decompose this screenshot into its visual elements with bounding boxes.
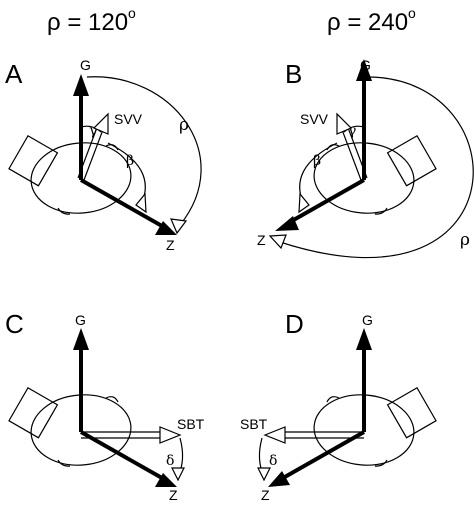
head-nose bbox=[386, 387, 437, 439]
sbt-label: SBT bbox=[177, 416, 205, 432]
gravity-label: G bbox=[75, 312, 86, 328]
gravity-label: G bbox=[80, 57, 91, 73]
svv-arrowhead bbox=[336, 112, 353, 135]
z-axis-label: Z bbox=[261, 487, 270, 503]
head-ear bbox=[57, 207, 71, 215]
sbt-label: SBT bbox=[240, 416, 268, 432]
sbt-arrowhead bbox=[263, 426, 286, 444]
panel-letter-b: B bbox=[285, 59, 302, 89]
beta-arc-arrowhead bbox=[298, 192, 310, 214]
head-face bbox=[30, 394, 132, 466]
gravity-arrowhead bbox=[356, 59, 372, 81]
panel-d: D δ SBT G Z bbox=[240, 309, 437, 503]
sbt-arrowhead bbox=[159, 426, 182, 444]
svv-arrowhead bbox=[92, 112, 109, 135]
z-axis-vector bbox=[282, 430, 365, 480]
panel-a: A γ β ρ SVV G Z bbox=[5, 57, 202, 253]
beta-label: β bbox=[313, 153, 321, 169]
rho-arc bbox=[86, 76, 202, 226]
head-nose bbox=[8, 135, 59, 187]
head-ear bbox=[326, 396, 340, 403]
rho-arc-arrowhead bbox=[170, 218, 188, 235]
head-outline bbox=[313, 135, 437, 215]
gamma-label: γ bbox=[89, 123, 97, 139]
gravity-label: G bbox=[360, 57, 371, 73]
delta-arc-arrowhead bbox=[171, 467, 185, 482]
head-nose bbox=[8, 387, 59, 439]
rho-label: ρ bbox=[179, 115, 189, 135]
head-nose bbox=[386, 135, 437, 187]
head-outline bbox=[8, 135, 132, 215]
panel-b: B γ β ρ SVV G Z bbox=[257, 57, 474, 259]
head-face bbox=[313, 394, 415, 466]
z-axis-vector bbox=[80, 178, 163, 228]
z-axis-arrowhead bbox=[155, 221, 177, 235]
title-rho-120: ρ = 120o bbox=[47, 5, 136, 36]
title-rho-240: ρ = 240o bbox=[327, 5, 416, 36]
gravity-arrowhead bbox=[356, 328, 372, 350]
panel-c: C δ SBT G Z bbox=[5, 309, 205, 503]
z-axis-vector bbox=[289, 178, 365, 224]
z-axis-arrowhead bbox=[275, 216, 299, 231]
beta-label: β bbox=[126, 153, 134, 169]
delta-label: δ bbox=[166, 453, 174, 469]
rho-arc-arrowhead bbox=[268, 234, 287, 250]
svv-label: SVV bbox=[300, 111, 329, 127]
head-ear bbox=[57, 459, 71, 467]
head-ear bbox=[374, 207, 388, 215]
head-outline bbox=[8, 387, 132, 467]
panel-letter-c: C bbox=[5, 309, 24, 339]
svv-vector bbox=[340, 126, 362, 181]
delta-label: δ bbox=[269, 453, 277, 469]
z-axis-label: Z bbox=[257, 232, 266, 248]
head-outline bbox=[313, 387, 437, 467]
z-axis-label: Z bbox=[166, 237, 175, 253]
panel-letter-d: D bbox=[285, 309, 304, 339]
gravity-label: G bbox=[362, 312, 373, 328]
z-axis-label: Z bbox=[169, 487, 178, 503]
head-face bbox=[313, 142, 415, 214]
gamma-label: γ bbox=[348, 123, 356, 139]
rho-label: ρ bbox=[460, 230, 470, 250]
head-ear bbox=[374, 459, 388, 467]
svv-vector bbox=[83, 126, 105, 181]
gravity-arrowhead bbox=[73, 328, 89, 350]
beta-arc-arrowhead bbox=[135, 192, 147, 214]
z-axis-vector bbox=[80, 430, 163, 480]
delta-arc-arrowhead bbox=[257, 467, 271, 482]
gravity-arrowhead bbox=[73, 74, 89, 96]
svv-label: SVV bbox=[114, 111, 143, 127]
panel-letter-a: A bbox=[5, 59, 23, 89]
z-axis-arrowhead bbox=[155, 473, 177, 487]
rho-arc bbox=[279, 76, 474, 259]
z-axis-arrowhead bbox=[268, 471, 290, 487]
head-ear bbox=[105, 396, 119, 403]
head-face bbox=[30, 142, 132, 214]
